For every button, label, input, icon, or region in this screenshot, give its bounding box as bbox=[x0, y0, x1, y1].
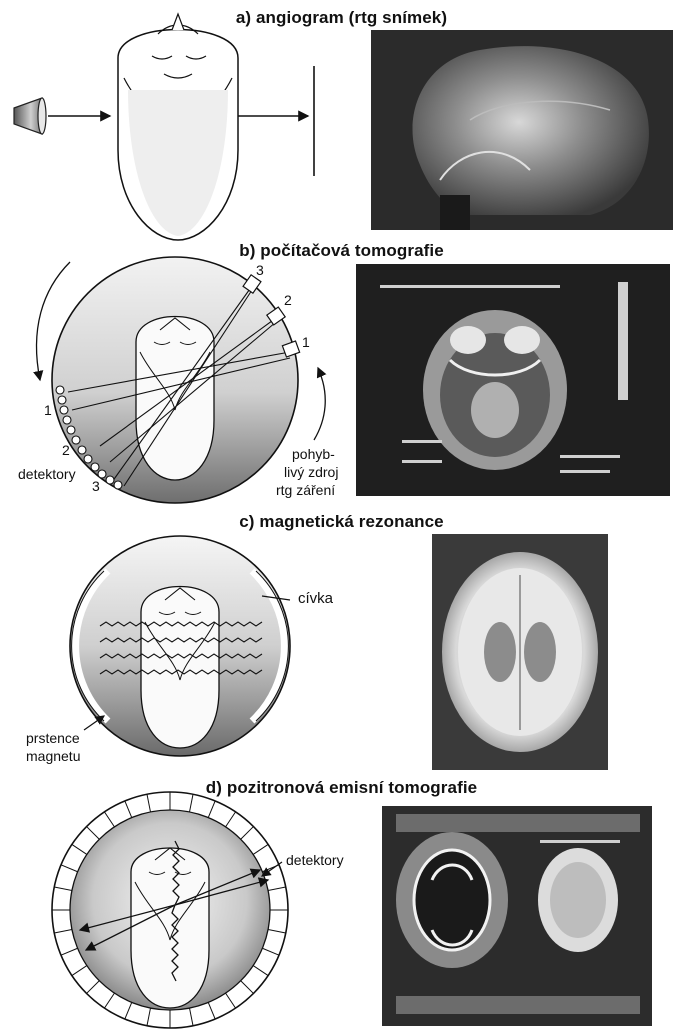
ct-source-caption-3: rtg záření bbox=[276, 482, 335, 499]
xray-skull-photo bbox=[371, 30, 673, 230]
ct-source-caption-2: livý zdroj bbox=[284, 464, 338, 481]
ct-source-caption-1: pohyb- bbox=[292, 446, 335, 463]
pet-scan-photo bbox=[382, 806, 652, 1026]
head-top-view-d bbox=[131, 848, 209, 1008]
ct-detectors-label: detektory bbox=[18, 466, 76, 483]
ct-detector-label-2: 2 bbox=[62, 442, 70, 459]
head-top-view-a bbox=[118, 14, 238, 240]
ct-scan-photo bbox=[356, 264, 670, 496]
mri-ring-label-2: magnetu bbox=[26, 748, 80, 765]
pet-detectors-label: detektory bbox=[286, 852, 344, 869]
xray-source-cone bbox=[14, 98, 46, 134]
ct-source-label-1: 1 bbox=[302, 334, 310, 351]
mri-scan-photo bbox=[432, 534, 608, 770]
ct-source-label-2: 2 bbox=[284, 292, 292, 309]
ct-detector-label-3: 3 bbox=[92, 478, 100, 495]
ct-source-label-3: 3 bbox=[256, 262, 264, 279]
mri-coil-label: cívka bbox=[298, 590, 333, 607]
ct-rotation-arrow-right bbox=[314, 368, 325, 440]
ct-detector-label-1: 1 bbox=[44, 402, 52, 419]
head-top-view-c bbox=[141, 587, 219, 749]
mri-ring-label-1: prstence bbox=[26, 730, 80, 747]
head-top-view-b bbox=[136, 317, 214, 481]
